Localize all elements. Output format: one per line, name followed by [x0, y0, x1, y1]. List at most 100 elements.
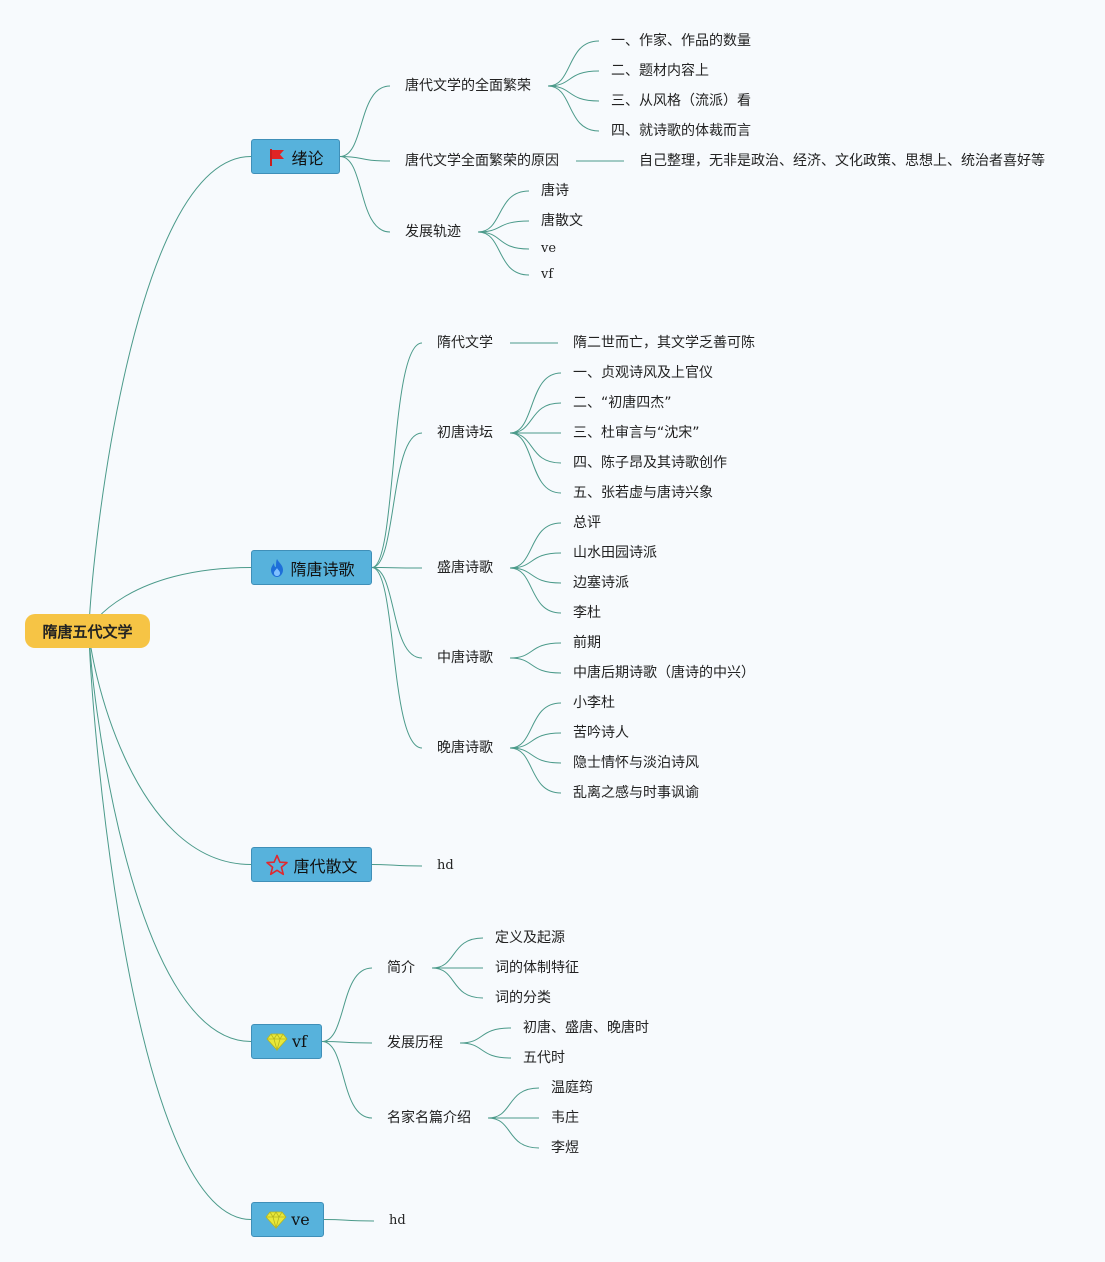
leaf-node[interactable]: 定义及起源 — [495, 930, 565, 946]
connector-line — [547, 85, 600, 102]
topic-node[interactable]: 唐代散文 — [251, 847, 372, 882]
connector-line — [509, 552, 562, 569]
leaf-node[interactable]: 四、就诗歌的体裁而言 — [611, 123, 751, 139]
connector-line — [88, 630, 252, 1042]
topic-label: ve — [291, 1210, 310, 1229]
leaf-node[interactable]: 山水田园诗派 — [573, 545, 657, 561]
leaf-node[interactable]: 五代时 — [523, 1050, 565, 1066]
root-node[interactable]: 隋唐五代文学 — [25, 614, 150, 648]
leaf-node[interactable]: 一、贞观诗风及上官仪 — [573, 365, 713, 381]
connector-line — [88, 630, 252, 1220]
leaf-node[interactable]: 韦庄 — [551, 1110, 579, 1126]
subtopic-node[interactable]: 唐代文学的全面繁荣 — [405, 78, 531, 94]
topic-label: vf — [292, 1032, 307, 1051]
leaf-node[interactable]: ve — [541, 241, 557, 256]
leaf-node[interactable]: 二、题材内容上 — [611, 63, 709, 79]
leaf-node[interactable]: 一、作家、作品的数量 — [611, 33, 751, 49]
connector-line — [487, 1117, 540, 1149]
diamond-icon — [266, 1032, 288, 1051]
connector-line — [509, 567, 562, 614]
connector-line — [509, 732, 562, 749]
subtopic-node[interactable]: hd — [389, 1213, 406, 1228]
leaf-node[interactable]: 乱离之感与时事讽谕 — [573, 785, 699, 801]
connector-line — [459, 1027, 512, 1044]
connector-line — [431, 967, 484, 999]
subtopic-node[interactable]: 盛唐诗歌 — [437, 560, 493, 576]
connector-line — [339, 156, 391, 162]
connector-line — [371, 567, 423, 749]
leaf-node[interactable]: 三、杜审言与“沈宋” — [573, 425, 700, 441]
leaf-node[interactable]: vf — [541, 267, 554, 282]
leaf-node[interactable]: 隐士情怀与淡泊诗风 — [573, 755, 699, 771]
star-icon — [265, 854, 289, 876]
subtopic-node[interactable]: 唐代文学全面繁荣的原因 — [405, 153, 559, 169]
connector-line — [547, 85, 600, 132]
topic-node[interactable]: vf — [251, 1024, 322, 1059]
subtopic-node[interactable]: hd — [437, 858, 454, 873]
connector-line — [371, 864, 423, 867]
connector-line — [509, 567, 562, 584]
connector-line — [477, 231, 530, 276]
connector-line — [547, 70, 600, 87]
leaf-node[interactable]: 唐散文 — [541, 213, 583, 229]
connector-line — [371, 432, 423, 568]
topic-label: 隋唐诗歌 — [290, 559, 355, 579]
leaf-node[interactable]: 二、“初唐四杰” — [573, 395, 672, 411]
connector-line — [509, 702, 562, 749]
connector-line — [323, 1219, 375, 1222]
leaf-node[interactable]: 小李杜 — [573, 695, 615, 711]
leaf-node[interactable]: 温庭筠 — [551, 1080, 593, 1096]
leaf-node[interactable]: 中唐后期诗歌（唐诗的中兴） — [573, 665, 755, 681]
leaf-node[interactable]: 词的分类 — [495, 990, 551, 1006]
subtopic-node[interactable]: 晚唐诗歌 — [437, 740, 493, 756]
leaf-node[interactable]: 李煜 — [551, 1140, 579, 1156]
connector-line — [547, 40, 600, 87]
connector-line — [321, 1041, 373, 1119]
connector-line — [487, 1087, 540, 1119]
leaf-node[interactable]: 初唐、盛唐、晚唐时 — [523, 1020, 649, 1036]
leaf-node[interactable]: 三、从风格（流派）看 — [611, 93, 751, 109]
leaf-node[interactable]: 边塞诗派 — [573, 575, 629, 591]
subtopic-node[interactable]: 中唐诗歌 — [437, 650, 493, 666]
connector-line — [459, 1042, 512, 1059]
leaf-node[interactable]: 五、张若虚与唐诗兴象 — [573, 485, 713, 501]
leaf-node[interactable]: 词的体制特征 — [495, 960, 579, 976]
connector-line — [509, 657, 562, 674]
leaf-node[interactable]: 隋二世而亡，其文学乏善可陈 — [573, 335, 755, 351]
topic-label: 绪论 — [291, 148, 324, 168]
leaf-node[interactable]: 总评 — [573, 515, 601, 531]
topic-node[interactable]: ve — [251, 1202, 324, 1237]
connector-line — [477, 231, 530, 250]
connector-line — [339, 85, 391, 157]
connector-line — [509, 642, 562, 659]
connector-line — [509, 402, 562, 434]
connector-line — [321, 967, 373, 1042]
connector-line — [509, 372, 562, 434]
connector-line — [321, 1041, 373, 1044]
leaf-node[interactable]: 前期 — [573, 635, 601, 651]
subtopic-node[interactable]: 隋代文学 — [437, 335, 493, 351]
connector-line — [431, 937, 484, 969]
leaf-node[interactable]: 四、陈子昂及其诗歌创作 — [573, 455, 727, 471]
subtopic-node[interactable]: 名家名篇介绍 — [387, 1110, 471, 1126]
connector-line — [88, 630, 252, 865]
connector-line — [509, 432, 562, 464]
diamond-icon — [265, 1210, 287, 1229]
leaf-node[interactable]: 自己整理，无非是政治、经济、文化政策、思想上、统治者喜好等 — [639, 153, 1045, 169]
leaf-node[interactable]: 唐诗 — [541, 183, 569, 199]
subtopic-node[interactable]: 发展轨迹 — [405, 224, 461, 240]
connector-line — [88, 156, 252, 632]
connector-line — [509, 522, 562, 569]
connector-line — [509, 747, 562, 794]
subtopic-node[interactable]: 初唐诗坛 — [437, 425, 493, 441]
topic-label: 唐代散文 — [293, 856, 358, 876]
connector-line — [371, 567, 423, 569]
topic-node[interactable]: 隋唐诗歌 — [251, 550, 372, 585]
leaf-node[interactable]: 李杜 — [573, 605, 601, 621]
subtopic-node[interactable]: 简介 — [387, 960, 415, 976]
subtopic-node[interactable]: 发展历程 — [387, 1035, 443, 1051]
leaf-node[interactable]: 苦吟诗人 — [573, 725, 629, 741]
topic-node[interactable]: 绪论 — [251, 139, 340, 174]
